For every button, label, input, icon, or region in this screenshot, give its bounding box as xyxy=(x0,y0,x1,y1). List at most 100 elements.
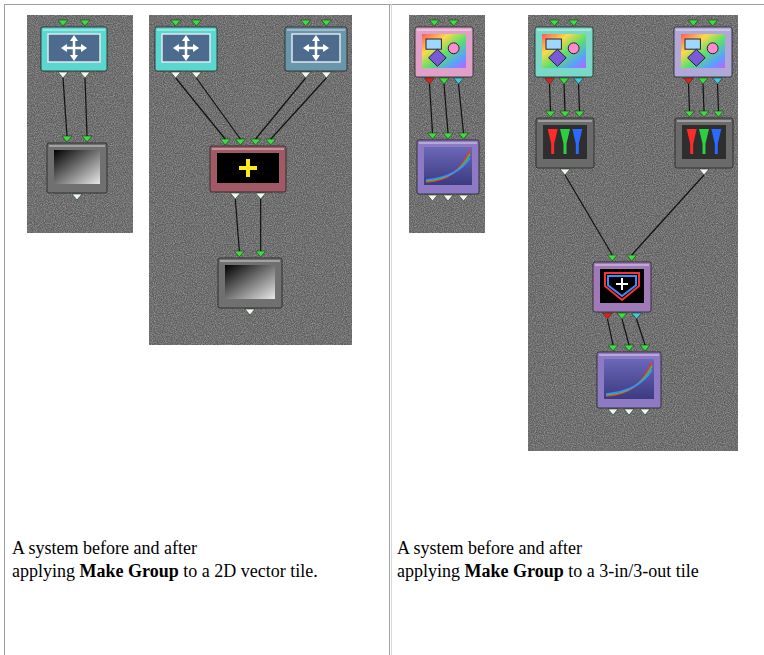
input-pin xyxy=(301,20,311,26)
input-pin xyxy=(235,139,245,145)
input-pin xyxy=(429,20,439,26)
output-pin xyxy=(713,78,723,84)
output-pin xyxy=(425,78,435,84)
wire xyxy=(196,78,240,139)
input-pin xyxy=(449,20,459,26)
tile-frame xyxy=(155,27,217,71)
tile xyxy=(210,146,286,192)
icon xyxy=(543,125,587,159)
tile-highlight xyxy=(43,29,105,31)
icon xyxy=(64,38,84,58)
tile xyxy=(417,140,479,194)
tile-frame xyxy=(675,118,733,168)
input-pin xyxy=(627,255,637,261)
icon xyxy=(426,150,470,182)
tile xyxy=(218,258,282,308)
output-pin xyxy=(72,194,82,200)
input-pin xyxy=(560,111,570,117)
output-pin xyxy=(454,78,464,84)
wire xyxy=(565,175,612,255)
output-pin xyxy=(80,72,90,78)
icon xyxy=(711,129,721,154)
tile xyxy=(41,27,107,71)
tile-highlight xyxy=(677,120,731,122)
wire xyxy=(550,84,551,111)
input-pin xyxy=(171,20,181,26)
icon xyxy=(572,129,582,154)
input-pin xyxy=(708,20,718,26)
tile-frame xyxy=(536,118,594,168)
tile-highlight xyxy=(676,29,730,31)
caption-text: applying xyxy=(12,561,75,581)
input-pin xyxy=(459,133,469,139)
icon xyxy=(699,129,709,154)
output-pin xyxy=(617,313,627,319)
input-pin xyxy=(607,255,617,261)
caption-text: applying xyxy=(397,561,460,581)
icon xyxy=(422,34,466,68)
tile xyxy=(415,27,473,77)
wire xyxy=(689,84,690,111)
input-pin xyxy=(191,20,201,26)
bold-term: Make Group xyxy=(465,561,564,581)
icon xyxy=(682,125,726,159)
tile-frame xyxy=(218,258,282,308)
texture xyxy=(27,15,133,233)
wire xyxy=(703,84,704,111)
output-pin xyxy=(245,309,255,315)
textured-ground xyxy=(27,15,133,233)
output-pin xyxy=(699,169,709,175)
caption: A system before and afterapplying Make G… xyxy=(397,537,760,582)
tile-frame xyxy=(415,27,473,77)
icon xyxy=(549,49,567,66)
output-pin xyxy=(545,78,555,84)
wire xyxy=(579,84,580,111)
icon xyxy=(312,35,320,41)
output-pin xyxy=(560,169,570,175)
tile xyxy=(536,118,594,168)
tile-highlight xyxy=(220,260,280,262)
tile-highlight xyxy=(538,120,592,122)
tile xyxy=(674,27,732,77)
output-pin xyxy=(58,72,68,78)
input-pin xyxy=(608,345,618,351)
wire xyxy=(235,199,239,251)
caption-line: A system before and after xyxy=(397,537,760,560)
output-pin xyxy=(698,78,708,84)
icon xyxy=(606,370,652,394)
input-pin xyxy=(251,139,261,145)
icon xyxy=(681,34,725,68)
input-pin xyxy=(428,133,438,139)
wire xyxy=(63,78,67,136)
output-pin xyxy=(321,72,331,78)
wire xyxy=(564,84,565,111)
input-pin xyxy=(549,20,559,26)
icon xyxy=(48,34,100,62)
icon xyxy=(303,44,309,52)
output-pin xyxy=(624,409,634,415)
panel-border xyxy=(389,4,390,655)
bold-term: Make Group xyxy=(80,561,179,581)
tile-frame xyxy=(535,27,593,77)
output-pin xyxy=(574,78,584,84)
tile-highlight xyxy=(157,29,215,31)
icon xyxy=(182,55,190,61)
icon xyxy=(606,366,652,395)
tile-frame xyxy=(41,27,107,71)
tile-highlight xyxy=(599,354,659,356)
input-pin xyxy=(685,111,695,117)
tile-highlight xyxy=(287,29,345,31)
icon xyxy=(616,278,628,290)
input-pin xyxy=(80,20,90,26)
icon xyxy=(61,44,67,52)
tile xyxy=(593,262,651,312)
output-pin xyxy=(230,193,240,199)
output-pin xyxy=(428,195,438,201)
input-pin xyxy=(546,111,556,117)
icon xyxy=(70,35,78,41)
caption-body: applying Make Group to a 2D vector tile. xyxy=(12,560,384,583)
input-pin xyxy=(234,251,244,257)
wire xyxy=(622,319,629,345)
icon xyxy=(688,49,706,66)
icon xyxy=(292,34,340,62)
